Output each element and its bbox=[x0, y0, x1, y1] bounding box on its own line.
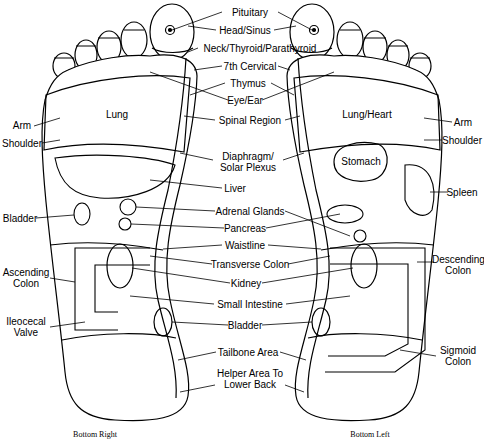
organ-label: Thymus bbox=[230, 78, 266, 89]
organ-label: Helper Area To Lower Back bbox=[217, 368, 283, 390]
region-name: Stomach bbox=[330, 140, 392, 182]
region-name: Lung bbox=[44, 76, 190, 152]
organ-label: Diaphragm/ Solar Plexus bbox=[213, 151, 283, 173]
organ-label: Eye/Ear bbox=[227, 95, 263, 106]
organ-label: Small Intestine bbox=[217, 299, 283, 310]
organ-label: Tailbone Area bbox=[218, 347, 279, 358]
organ-label: Bladder bbox=[228, 320, 262, 331]
organ-label: Descending Colon bbox=[432, 254, 484, 276]
organ-label: Arm bbox=[13, 120, 31, 131]
organ-label: Shoulder bbox=[2, 138, 42, 149]
organ-label: Ileocecal Valve bbox=[1, 316, 51, 338]
foot-caption: Bottom Right bbox=[73, 429, 117, 440]
organ-label: Liver bbox=[224, 183, 246, 194]
organ-label: Pituitary bbox=[232, 7, 268, 18]
region-name: Lung/Heart bbox=[294, 76, 440, 152]
organ-label: Ascending Colon bbox=[1, 267, 51, 289]
organ-label: Head/Sinus bbox=[219, 25, 271, 36]
organ-label: Pancreas bbox=[224, 223, 266, 234]
organ-label: Shoulder bbox=[442, 135, 482, 146]
organ-label: Neck/Thyroid/Parathyroid bbox=[204, 43, 317, 54]
organ-label: Kidney bbox=[231, 278, 262, 289]
foot-caption: Bottom Left bbox=[350, 429, 389, 440]
organ-label: 7th Cervical bbox=[224, 61, 277, 72]
organ-label: Sigmoid Colon bbox=[434, 345, 482, 367]
reflex-region: Lung/Heart bbox=[294, 76, 440, 152]
organ-label: Bladder bbox=[3, 213, 37, 224]
organ-label: Spinal Region bbox=[219, 115, 281, 126]
region-outline-path bbox=[294, 76, 440, 152]
reflex-region: Lung bbox=[44, 76, 190, 152]
organ-label: Adrenal Glands bbox=[216, 206, 285, 217]
organ-label: Arm bbox=[454, 117, 472, 128]
region-outline-path bbox=[44, 76, 190, 152]
organ-label: Spleen bbox=[446, 187, 477, 198]
reflex-region: Stomach bbox=[330, 140, 392, 182]
organ-label: Waistline bbox=[225, 240, 265, 251]
organ-label: Transverse Colon bbox=[211, 259, 290, 270]
